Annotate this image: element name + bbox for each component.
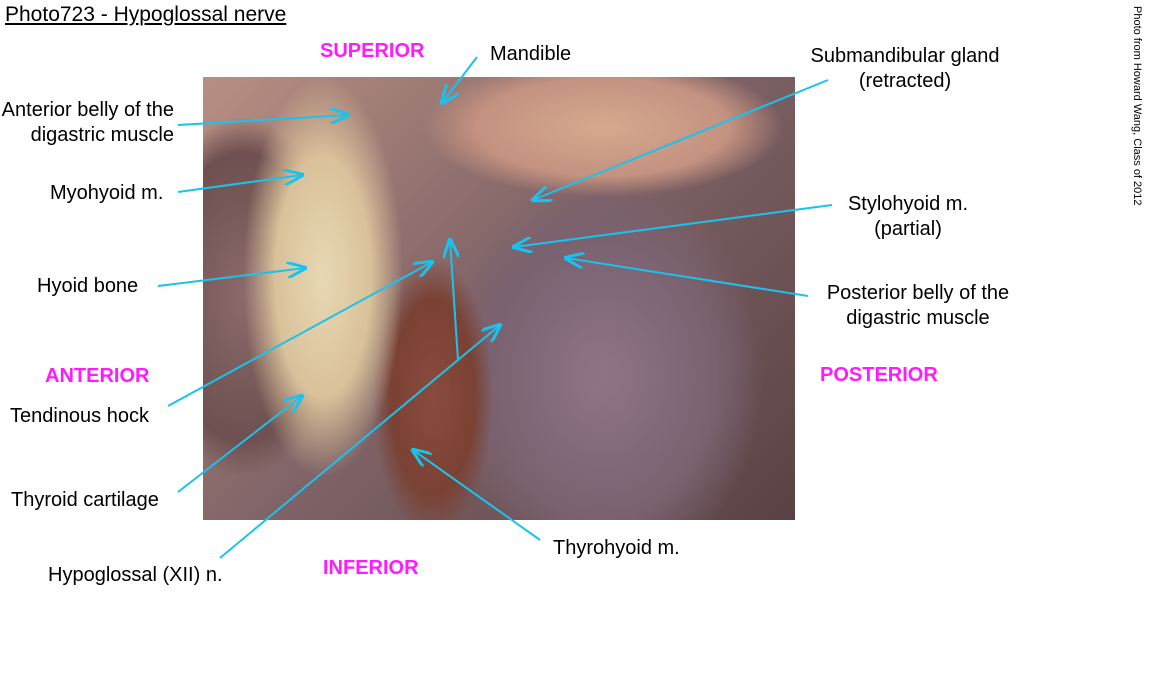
leader-stylohyoid xyxy=(514,204,833,247)
label-line: Submandibular gland xyxy=(810,45,1000,67)
leader-tendinous-2 xyxy=(450,240,458,361)
photo-credit: Photo from Howard Wang, Class of 2012 xyxy=(1131,6,1143,206)
leader-anterior-belly xyxy=(177,115,348,126)
label-line: (retracted) xyxy=(858,70,952,92)
label-mandible: Mandible xyxy=(490,43,572,65)
label-anterior-belly: Anterior belly of the digastric muscle xyxy=(0,98,174,148)
leader-tendinous xyxy=(167,262,432,407)
label-line: Stylohyoid m. xyxy=(847,193,969,215)
dissection-photo xyxy=(203,77,795,520)
label-tendinous-hock: Tendinous hock xyxy=(10,405,149,427)
leader-hyoid xyxy=(157,268,305,287)
label-stylohyoid: Stylohyoid m. (partial) xyxy=(808,192,1008,242)
label-posterior-belly: Posterior belly of the digastric muscle xyxy=(808,281,1028,331)
label-line: Posterior belly of the xyxy=(826,282,1010,304)
leader-submandibular xyxy=(533,79,829,200)
leader-thyrohyoid xyxy=(413,450,541,541)
direction-anterior: ANTERIOR xyxy=(45,365,150,387)
leader-hypoglossal xyxy=(219,325,500,559)
label-line: digastric muscle xyxy=(846,307,990,329)
leader-myohyoid xyxy=(177,175,302,193)
label-line: Anterior belly of the xyxy=(1,99,174,121)
label-thyroid-cartilage: Thyroid cartilage xyxy=(11,489,159,511)
label-myohyoid: Myohyoid m. xyxy=(50,182,164,204)
direction-superior: SUPERIOR xyxy=(320,40,425,62)
direction-posterior: POSTERIOR xyxy=(820,364,938,386)
label-hypoglossal-nerve: Hypoglossal (XII) n. xyxy=(48,564,223,586)
label-line: (partial) xyxy=(874,218,942,240)
page-title: Photo723 - Hypoglossal nerve xyxy=(5,3,287,26)
label-thyrohyoid: Thyrohyoid m. xyxy=(553,537,680,559)
label-hyoid-bone: Hyoid bone xyxy=(37,275,139,297)
leader-posterior-belly xyxy=(566,258,809,297)
leader-mandible xyxy=(442,56,478,103)
leader-thyroid xyxy=(177,396,302,493)
label-submandibular-gland: Submandibular gland (retracted) xyxy=(790,44,1020,94)
label-line: digastric muscle xyxy=(30,124,174,146)
direction-inferior: INFERIOR xyxy=(323,557,419,579)
